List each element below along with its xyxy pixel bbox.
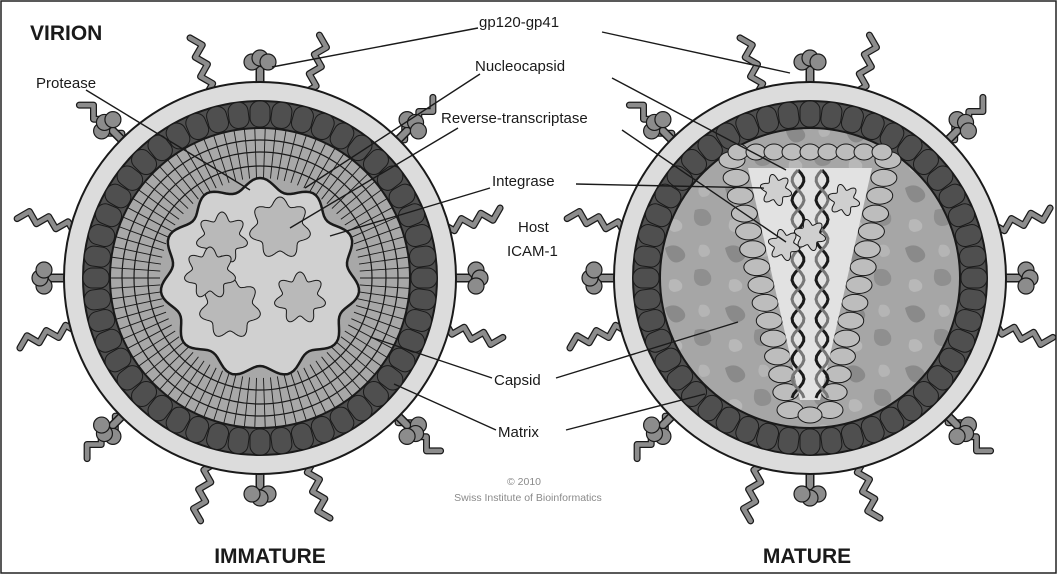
copyright-org: Swiss Institute of Bioinformatics: [454, 492, 602, 504]
label-capsid: Capsid: [494, 372, 541, 389]
label-protease: Protease: [36, 75, 96, 92]
label-reverse-transcriptase: Reverse-transcriptase: [441, 110, 588, 127]
caption-immature: IMMATURE: [214, 545, 326, 568]
caption-mature: MATURE: [763, 545, 851, 568]
figure-title: VIRION: [30, 22, 102, 45]
label-matrix: Matrix: [498, 424, 539, 441]
label-integrase: Integrase: [492, 173, 555, 190]
mature-virion: [567, 35, 1053, 521]
label-host: Host: [518, 219, 550, 236]
copyright-year: © 2010: [507, 476, 541, 488]
label-nucleocapsid: Nucleocapsid: [475, 58, 565, 75]
immature-virion: [17, 35, 503, 521]
label-gp120-gp41: gp120-gp41: [479, 14, 559, 31]
label-icam-1: ICAM-1: [507, 243, 558, 260]
